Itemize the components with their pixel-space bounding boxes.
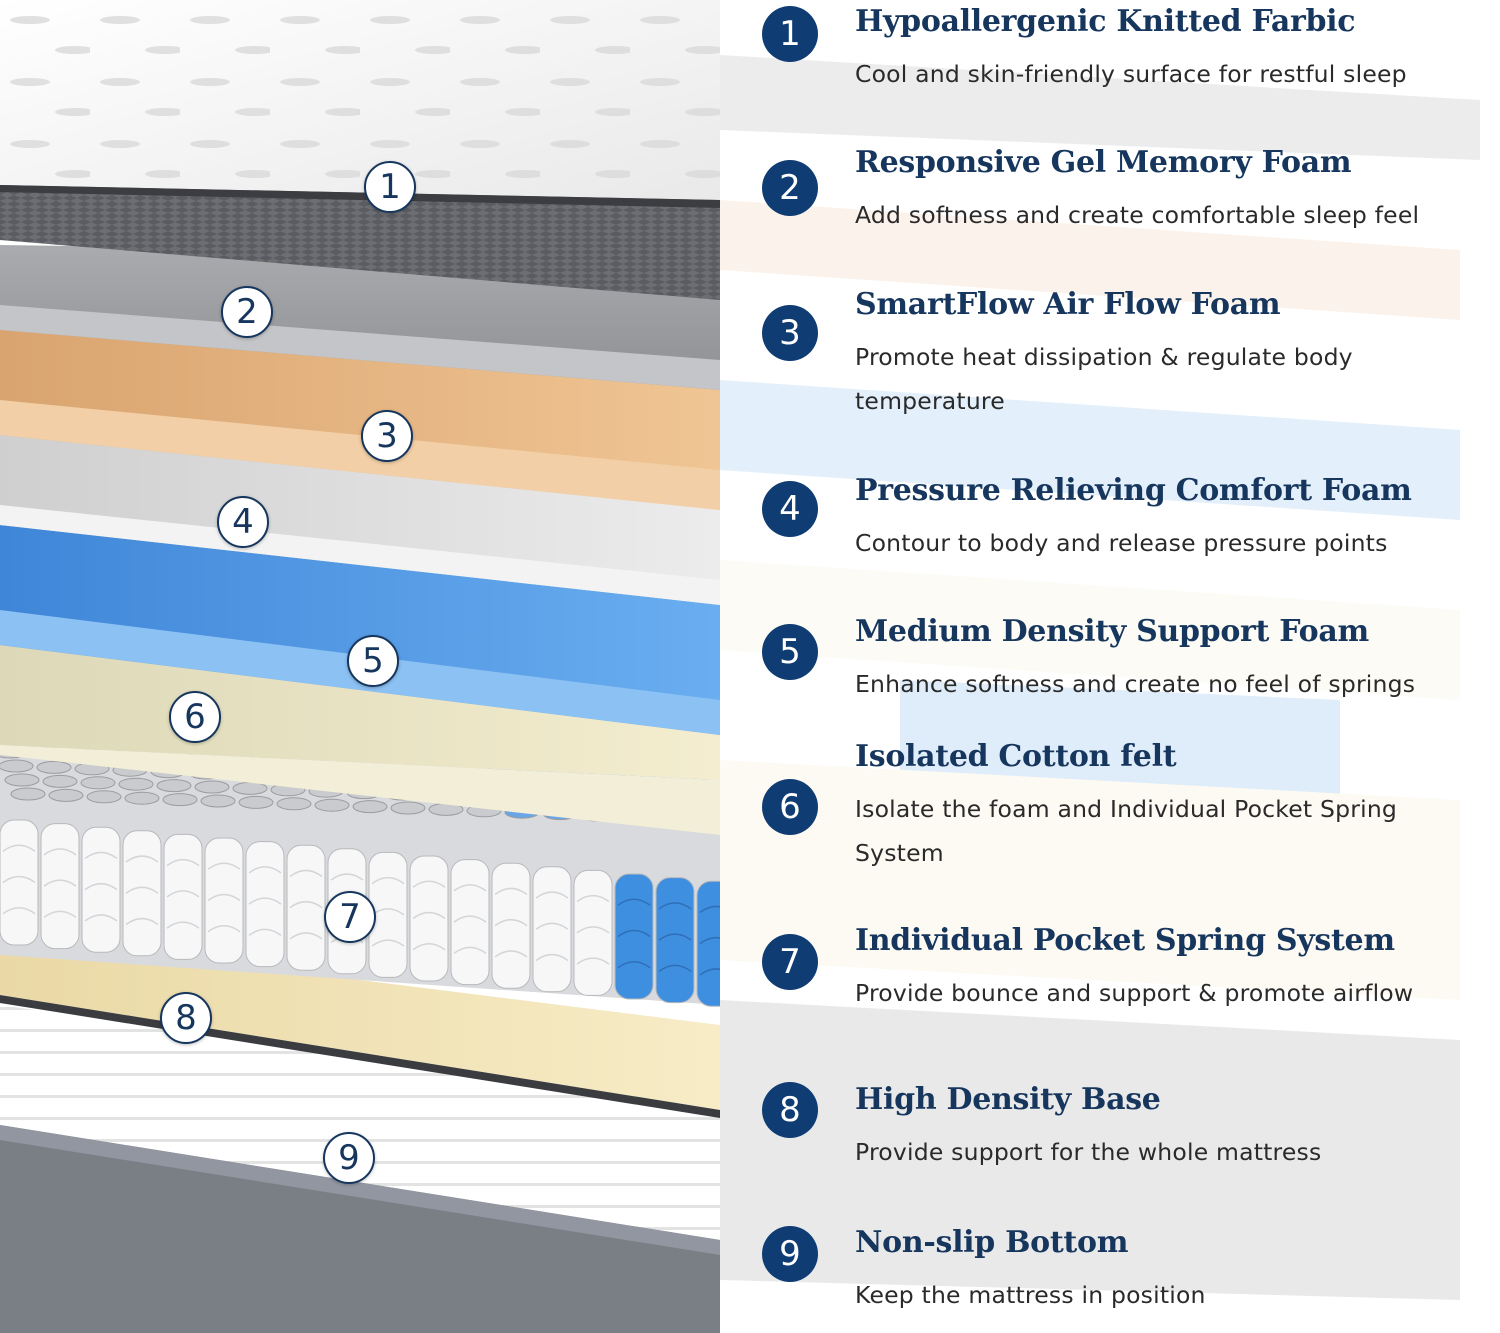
layer-marker-7: 7 xyxy=(324,891,376,943)
layer-marker-1: 1 xyxy=(364,161,416,213)
legend-badge-4: 4 xyxy=(762,481,818,537)
legend-description: Cool and skin-friendly surface for restf… xyxy=(855,60,1407,88)
legend-title: Non-slip Bottom xyxy=(855,1225,1129,1260)
mattress-ghost-background xyxy=(720,55,1480,1300)
legend-description: Contour to body and release pressure poi… xyxy=(855,529,1388,557)
legend-description: Provide bounce and support & promote air… xyxy=(855,979,1414,1007)
layer-1-knitted-top xyxy=(0,0,720,300)
layer-marker-4: 4 xyxy=(217,496,269,548)
legend-description: Enhance softness and create no feel of s… xyxy=(855,670,1416,698)
layer-marker-3: 3 xyxy=(361,410,413,462)
legend-title: Medium Density Support Foam xyxy=(855,614,1369,649)
legend-title: Pressure Relieving Comfort Foam xyxy=(855,473,1412,508)
layer-marker-5: 5 xyxy=(347,635,399,687)
legend-title: Responsive Gel Memory Foam xyxy=(855,145,1352,180)
legend-description: Add softness and create comfortable slee… xyxy=(855,201,1420,229)
layer-marker-2: 2 xyxy=(221,286,273,338)
legend-title: SmartFlow Air Flow Foam xyxy=(855,287,1281,322)
legend-badge-7: 7 xyxy=(762,934,818,990)
legend-description: Isolate the foam and Individual Pocket S… xyxy=(855,795,1398,867)
layer-marker-9: 9 xyxy=(323,1132,375,1184)
legend-title: Isolated Cotton felt xyxy=(855,739,1177,774)
layer-marker-8: 8 xyxy=(160,992,212,1044)
layer-marker-6: 6 xyxy=(169,691,221,743)
legend-badge-9: 9 xyxy=(762,1226,818,1282)
legend-badge-1: 1 xyxy=(762,6,818,62)
legend-title: High Density Base xyxy=(855,1082,1161,1117)
legend-description: Keep the mattress in position xyxy=(855,1281,1206,1309)
legend-title: Individual Pocket Spring System xyxy=(855,923,1395,958)
legend-description: Provide support for the whole mattress xyxy=(855,1138,1322,1166)
legend-description: Promote heat dissipation & regulate body… xyxy=(855,343,1353,415)
legend-badge-3: 3 xyxy=(762,305,818,361)
legend-badge-5: 5 xyxy=(762,624,818,680)
legend-badge-8: 8 xyxy=(762,1082,818,1138)
mattress-exploded-view xyxy=(0,0,720,1333)
legend-title: Hypoallergenic Knitted Farbic xyxy=(855,4,1356,39)
legend-badge-2: 2 xyxy=(762,160,818,216)
legend-badge-6: 6 xyxy=(762,779,818,835)
